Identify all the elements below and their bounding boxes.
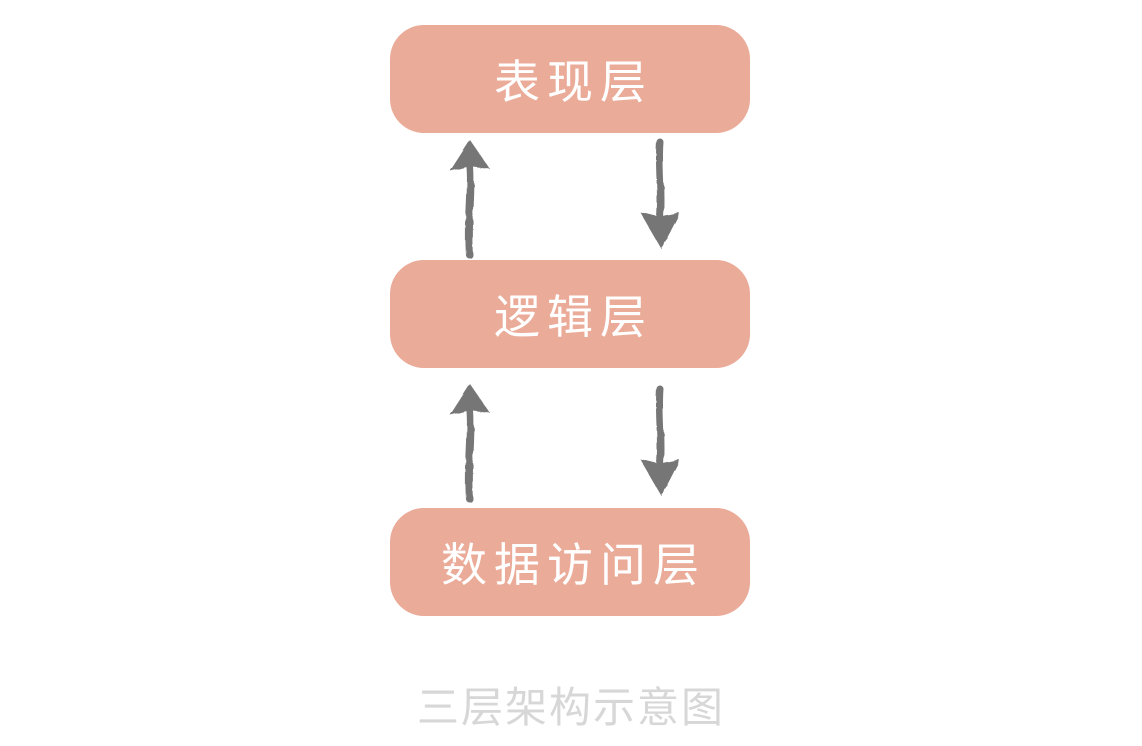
layer-label-data-access: 数据访问层 bbox=[441, 539, 706, 591]
arrow-up-icon bbox=[446, 381, 494, 503]
layer-box-logic: 逻辑层 bbox=[390, 260, 750, 368]
layer-box-presentation: 表现层 bbox=[390, 25, 750, 133]
layer-box-data-access: 数据访问层 bbox=[390, 508, 750, 616]
arrow-down-icon bbox=[636, 138, 684, 253]
layer-label-logic: 逻辑层 bbox=[494, 291, 653, 343]
layer-label-presentation: 表现层 bbox=[494, 56, 653, 108]
diagram-caption: 三层架构示意图 bbox=[416, 684, 725, 731]
arrow-down-icon bbox=[636, 385, 684, 500]
arrow-up-icon bbox=[446, 137, 494, 259]
